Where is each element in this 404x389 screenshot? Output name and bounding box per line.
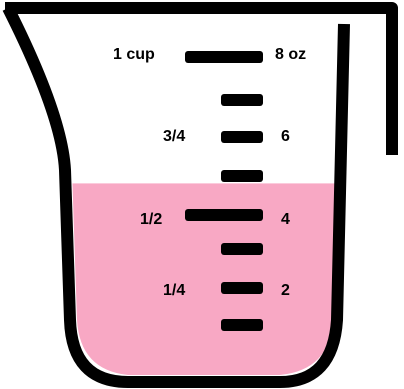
label-1-cup: 1 cup — [113, 46, 155, 63]
tick-3-4-cup — [221, 131, 263, 143]
tick-3-oz — [221, 243, 263, 255]
tick-1-2-cup — [185, 209, 263, 221]
cup-outline — [2, 2, 398, 388]
tick-7-oz — [221, 94, 263, 106]
tick-1-oz — [221, 319, 263, 331]
label-2-oz: 2 — [281, 282, 290, 299]
measurement-ticks — [185, 51, 263, 331]
label-3-4-cup: 3/4 — [163, 128, 185, 145]
tick-5-oz — [221, 170, 263, 182]
tick-1-4-cup — [221, 282, 263, 294]
label-1-2-cup: 1/2 — [140, 211, 162, 228]
tick-1-cup — [185, 51, 263, 63]
label-6-oz: 6 — [281, 128, 290, 145]
label-4-oz: 4 — [281, 211, 290, 228]
label-1-4-cup: 1/4 — [163, 282, 185, 299]
label-8-oz: 8 oz — [275, 46, 306, 63]
